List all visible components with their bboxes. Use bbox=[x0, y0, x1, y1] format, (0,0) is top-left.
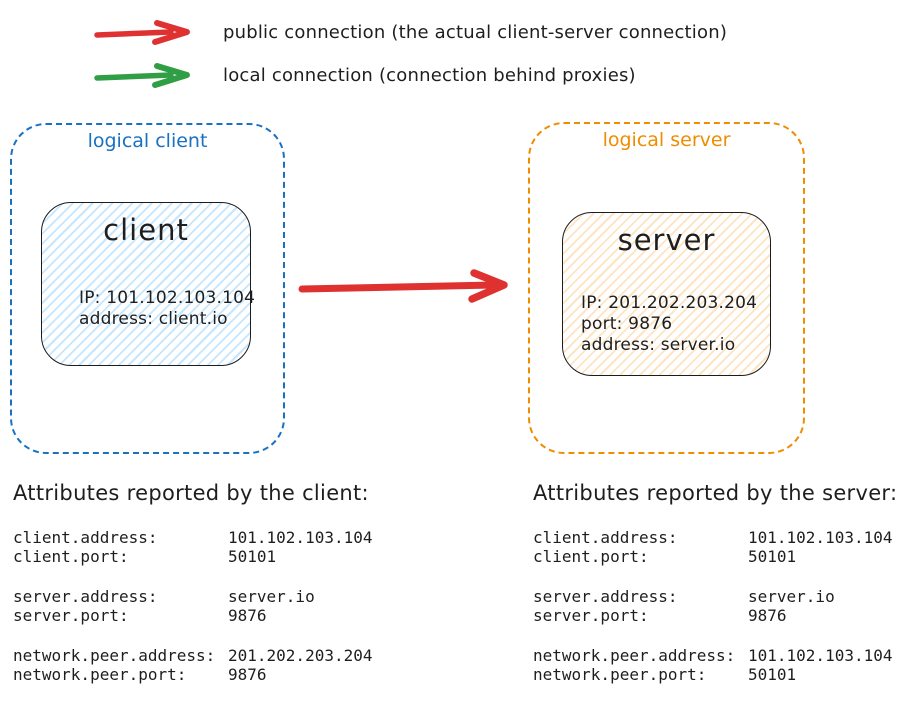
server-address-line: address: server.io bbox=[581, 335, 736, 355]
attr-row: network.peer.address:201.202.203.204 bbox=[13, 646, 373, 665]
server-attributes-section: Attributes reported by the server: clien… bbox=[533, 480, 897, 684]
client-server-connection-arrow-icon bbox=[298, 269, 508, 303]
server-attributes-title: Attributes reported by the server: bbox=[533, 481, 898, 505]
public-connection-arrow-icon bbox=[94, 20, 190, 45]
logical-client-label: logical client bbox=[87, 130, 208, 152]
logical-server-label: logical server bbox=[602, 129, 731, 151]
attr-row: network.peer.port:9876 bbox=[13, 665, 267, 684]
client-attributes-section: Attributes reported by the client: clien… bbox=[13, 480, 373, 684]
logical-server-group: logical server server IP: 201.202.203.20… bbox=[528, 122, 805, 454]
attr-row: client.address:101.102.103.104 bbox=[13, 528, 373, 547]
attr-row: server.port:9876 bbox=[533, 606, 787, 625]
client-node-title: client bbox=[103, 213, 189, 247]
server-node: server IP: 201.202.203.204 port: 9876 ad… bbox=[562, 212, 771, 376]
client-node-details: IP: 101.102.103.104 address: client.io bbox=[79, 288, 255, 330]
client-address-line: address: client.io bbox=[79, 309, 228, 329]
client-ip-line: IP: 101.102.103.104 bbox=[79, 288, 256, 308]
client-attributes-list: client.address:101.102.103.104 client.po… bbox=[13, 528, 373, 684]
server-attributes-list: client.address:101.102.103.104 client.po… bbox=[533, 528, 897, 684]
logical-client-group: logical client client IP: 101.102.103.10… bbox=[10, 123, 285, 454]
server-node-details: IP: 201.202.203.204 port: 9876 address: … bbox=[581, 293, 757, 356]
client-attributes-title: Attributes reported by the client: bbox=[13, 481, 369, 505]
attr-row: server.port:9876 bbox=[13, 606, 267, 625]
server-port-line: port: 9876 bbox=[581, 314, 673, 334]
attr-row: network.peer.port:50101 bbox=[533, 665, 797, 684]
local-connection-arrow-icon bbox=[94, 63, 190, 88]
attr-row: client.port:50101 bbox=[533, 547, 797, 566]
client-node: client IP: 101.102.103.104 address: clie… bbox=[41, 202, 255, 366]
legend-label-public-connection: public connection (the actual client-ser… bbox=[223, 22, 728, 43]
legend-label-local-connection: local connection (connection behind prox… bbox=[223, 65, 636, 86]
attr-row: client.address:101.102.103.104 bbox=[533, 528, 893, 547]
attr-row: client.port:50101 bbox=[13, 547, 277, 566]
attr-row: network.peer.address:101.102.103.104 bbox=[533, 646, 893, 665]
server-ip-line: IP: 201.202.203.204 bbox=[581, 293, 758, 313]
server-node-title: server bbox=[617, 223, 716, 257]
attr-row: server.address:server.io bbox=[13, 587, 315, 606]
attr-row: server.address:server.io bbox=[533, 587, 835, 606]
